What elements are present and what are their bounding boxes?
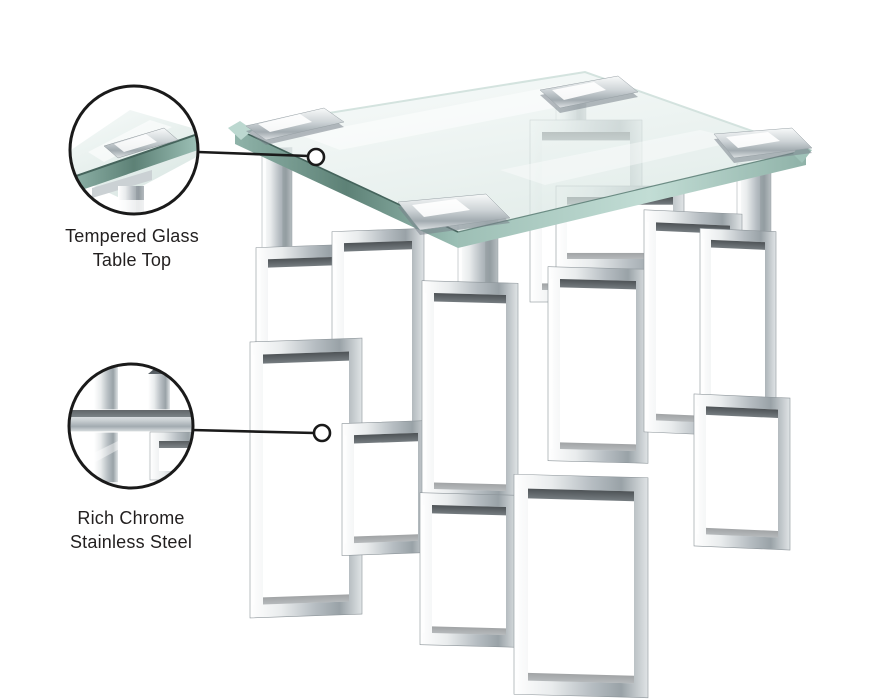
magnifier-circle-ring bbox=[67, 362, 195, 490]
leg-post-left bbox=[261, 147, 293, 255]
callout-line bbox=[197, 150, 310, 158]
label-line: Tempered Glass bbox=[65, 226, 199, 246]
glass-edge bbox=[235, 128, 458, 248]
corner-clamp bbox=[397, 193, 511, 235]
glass-top bbox=[228, 70, 812, 248]
glass-reflection bbox=[300, 85, 620, 150]
callout-marker-dot bbox=[312, 423, 332, 443]
glass-reflection bbox=[500, 130, 742, 185]
label-tempered-glass: Tempered Glass Table Top bbox=[24, 224, 240, 272]
leg-frame-front bbox=[513, 473, 649, 699]
callout-line bbox=[191, 428, 316, 435]
leg-frame-left bbox=[341, 420, 431, 556]
label-rich-chrome: Rich Chrome Stainless Steel bbox=[23, 506, 239, 554]
label-line: Rich Chrome bbox=[77, 508, 185, 528]
leg-frame-front bbox=[547, 266, 649, 464]
corner-clamp bbox=[539, 75, 639, 113]
corner-clamp bbox=[713, 127, 813, 163]
leg-frame-left bbox=[249, 337, 363, 619]
magnifier-circle-ring bbox=[68, 84, 200, 216]
leg-frame-front bbox=[421, 280, 519, 504]
corner-clamp bbox=[245, 107, 345, 145]
label-line: Stainless Steel bbox=[69, 532, 193, 552]
callout-rich-chrome bbox=[67, 362, 332, 490]
glass-edge bbox=[458, 150, 806, 248]
callout-marker-dot bbox=[306, 147, 326, 167]
table-legs bbox=[249, 95, 791, 699]
leg-frame-right bbox=[699, 228, 777, 422]
label-line: Table Top bbox=[92, 250, 172, 270]
callout-tempered-glass bbox=[68, 84, 326, 216]
corner-brackets bbox=[245, 75, 813, 235]
leg-frame-right bbox=[693, 393, 791, 551]
leg-frame-front bbox=[419, 492, 519, 648]
